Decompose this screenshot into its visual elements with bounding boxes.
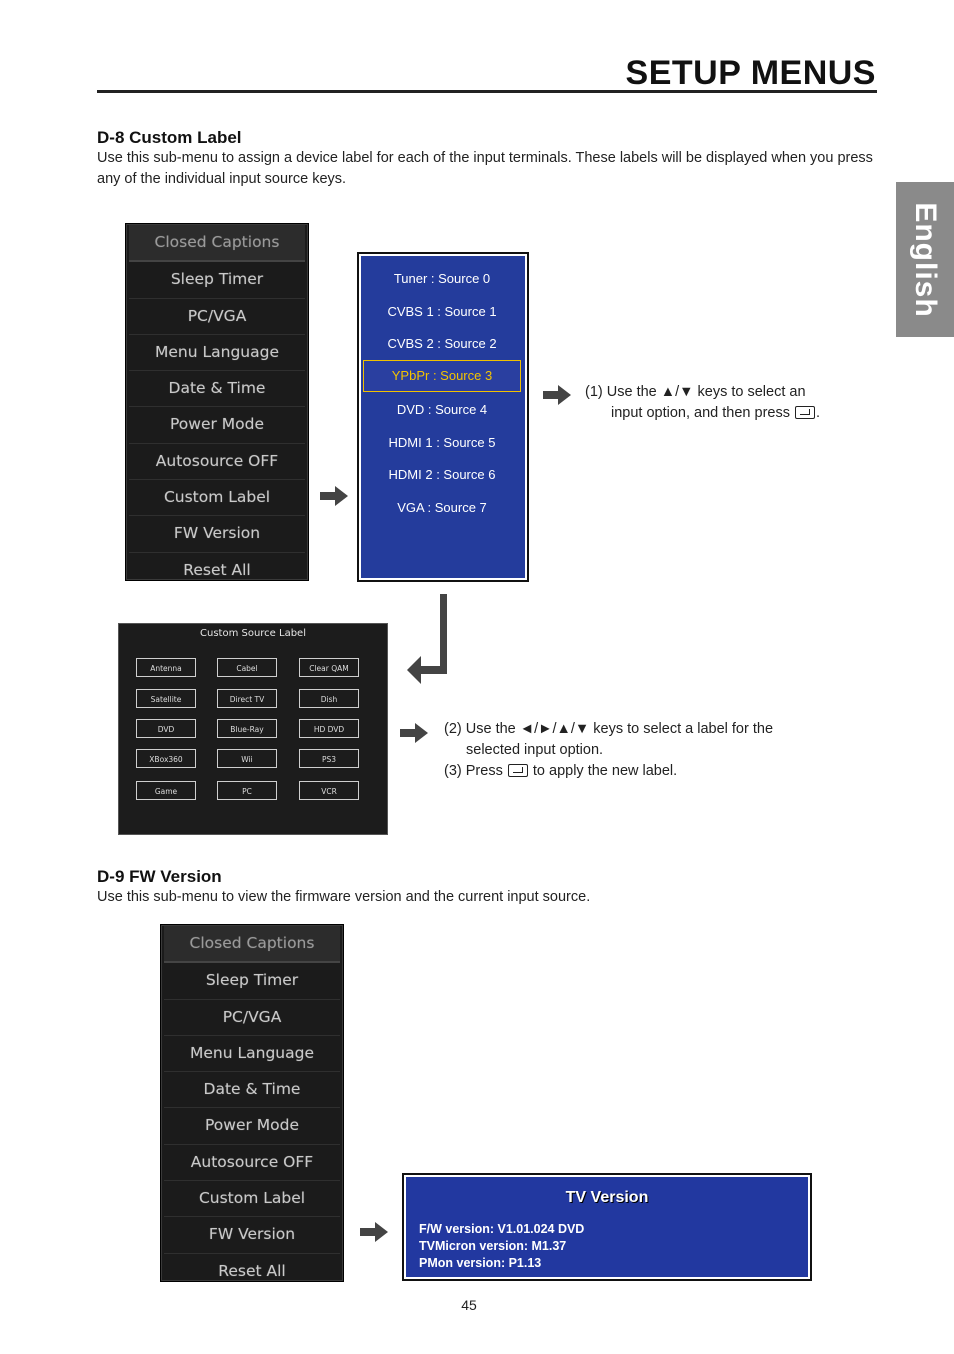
label-cabel[interactable]: Cabel [217, 658, 277, 677]
menu-item-reset-all[interactable]: Reset All [218, 1261, 286, 1280]
instruction-step1-line2: input option, and then press . [585, 403, 820, 424]
right-arrow-icon [320, 486, 348, 506]
instruction-step2-line1: (2) Use the ◄/►/▲/▼ keys to select a lab… [444, 721, 774, 737]
menu-item-sleep-timer[interactable]: Sleep Timer [129, 262, 305, 299]
menu-item-reset-all[interactable]: Reset All [183, 560, 251, 579]
menu-item-closed-captions[interactable]: Closed Captions [164, 926, 340, 964]
instruction-step1-line1: (1) Use the ▲/▼ keys to select an [585, 384, 806, 400]
instruction-step3-text-a: (3) Press [444, 763, 503, 779]
setup-menu: Closed Captions Sleep Timer PC/VGA Menu … [161, 925, 343, 1281]
panel-title: Custom Source Label [200, 628, 306, 639]
menu-item-menu-language[interactable]: Menu Language [129, 335, 305, 372]
menu-item-power-mode[interactable]: Power Mode [129, 407, 305, 444]
menu-item-power-mode[interactable]: Power Mode [164, 1108, 340, 1145]
label-antenna[interactable]: Antenna [136, 658, 196, 677]
page-title: SETUP MENUS [625, 54, 876, 92]
fw-version-line: F/W version: V1.01.024 DVD [419, 1222, 585, 1236]
source-item-cvbs1[interactable]: CVBS 1 : Source 1 [387, 304, 497, 319]
enter-key-icon [795, 406, 815, 419]
instruction-step1: (1) Use the ▲/▼ keys to select an input … [585, 382, 820, 424]
source-item-ypbpr-selected[interactable]: YPbPr : Source 3 [363, 360, 521, 392]
label-wii[interactable]: Wii [217, 749, 277, 768]
section-heading-fw-version: D-9 FW Version [97, 867, 222, 886]
bent-arrow-icon [407, 594, 447, 684]
title-rule [97, 90, 877, 93]
enter-key-icon [507, 764, 528, 777]
label-pc[interactable]: PC [217, 781, 277, 800]
label-dish[interactable]: Dish [299, 689, 359, 708]
menu-item-custom-label[interactable]: Custom Label [129, 480, 305, 517]
right-arrow-icon [360, 1222, 388, 1242]
label-clear-qam[interactable]: Clear QAM [299, 658, 359, 677]
menu-item-pc-vga[interactable]: PC/VGA [129, 299, 305, 335]
instruction-step1-period: . [816, 405, 821, 421]
label-dvd[interactable]: DVD [136, 719, 196, 738]
label-ps3[interactable]: PS3 [299, 749, 359, 768]
source-item-cvbs2[interactable]: CVBS 2 : Source 2 [387, 336, 497, 351]
source-item-hdmi2[interactable]: HDMI 2 : Source 6 [388, 467, 496, 482]
language-tab: English [896, 182, 954, 337]
source-item-hdmi1[interactable]: HDMI 1 : Source 5 [388, 435, 496, 450]
setup-menu: Closed Captions Sleep Timer PC/VGA Menu … [126, 224, 308, 580]
section-body-fw-version: Use this sub-menu to view the firmware v… [97, 889, 591, 905]
menu-item-autosource[interactable]: Autosource OFF [129, 444, 305, 481]
label-game[interactable]: Game [136, 781, 196, 800]
menu-item-fw-version[interactable]: FW Version [129, 516, 305, 553]
label-vcr[interactable]: VCR [299, 781, 359, 800]
instruction-step3-text-b: to apply the new label. [532, 763, 678, 779]
source-item-tuner[interactable]: Tuner : Source 0 [393, 271, 491, 286]
right-arrow-icon [543, 385, 571, 405]
language-tab-label: English [909, 201, 942, 318]
menu-item-autosource[interactable]: Autosource OFF [164, 1145, 340, 1182]
page-number: 45 [461, 1297, 477, 1313]
label-xbox360[interactable]: XBox360 [136, 749, 196, 768]
source-list: Tuner : Source 0 CVBS 1 : Source 1 CVBS … [357, 252, 529, 582]
instruction-step3: (3) Press to apply the new label. [444, 761, 773, 782]
menu-item-closed-captions[interactable]: Closed Captions [129, 225, 305, 263]
right-arrow-icon [400, 723, 428, 743]
menu-item-date-time[interactable]: Date & Time [164, 1072, 340, 1109]
label-satellite[interactable]: Satellite [136, 689, 196, 708]
instruction-step2-3: (2) Use the ◄/►/▲/▼ keys to select a lab… [444, 719, 773, 782]
section-body-custom-label: Use this sub-menu to assign a device lab… [97, 150, 873, 187]
label-hd-dvd[interactable]: HD DVD [299, 719, 359, 738]
menu-item-date-time[interactable]: Date & Time [129, 371, 305, 408]
menu-item-custom-label[interactable]: Custom Label [164, 1181, 340, 1218]
pmon-version-line: PMon version: P1.13 [419, 1256, 542, 1270]
tv-version-title: TV Version [565, 1189, 649, 1206]
label-direct-tv[interactable]: Direct TV [217, 689, 277, 708]
label-blue-ray[interactable]: Blue-Ray [217, 719, 277, 738]
menu-item-sleep-timer[interactable]: Sleep Timer [164, 963, 340, 1000]
instruction-step2-line2: selected input option. [466, 742, 604, 758]
menu-item-pc-vga[interactable]: PC/VGA [164, 1000, 340, 1036]
source-item-dvd[interactable]: DVD : Source 4 [396, 402, 488, 417]
menu-item-fw-version[interactable]: FW Version [164, 1217, 340, 1254]
source-item-vga[interactable]: VGA : Source 7 [397, 500, 487, 515]
instruction-step1-text: input option, and then press [611, 405, 790, 421]
section-heading-custom-label: D-8 Custom Label [97, 128, 242, 147]
custom-source-label-panel: Custom Source Label Antenna Cabel Clear … [118, 623, 388, 835]
tvmicron-version-line: TVMicron version: M1.37 [419, 1239, 567, 1253]
tv-version-panel: TV Version F/W version: V1.01.024 DVD TV… [402, 1173, 812, 1281]
menu-item-menu-language[interactable]: Menu Language [164, 1036, 340, 1073]
